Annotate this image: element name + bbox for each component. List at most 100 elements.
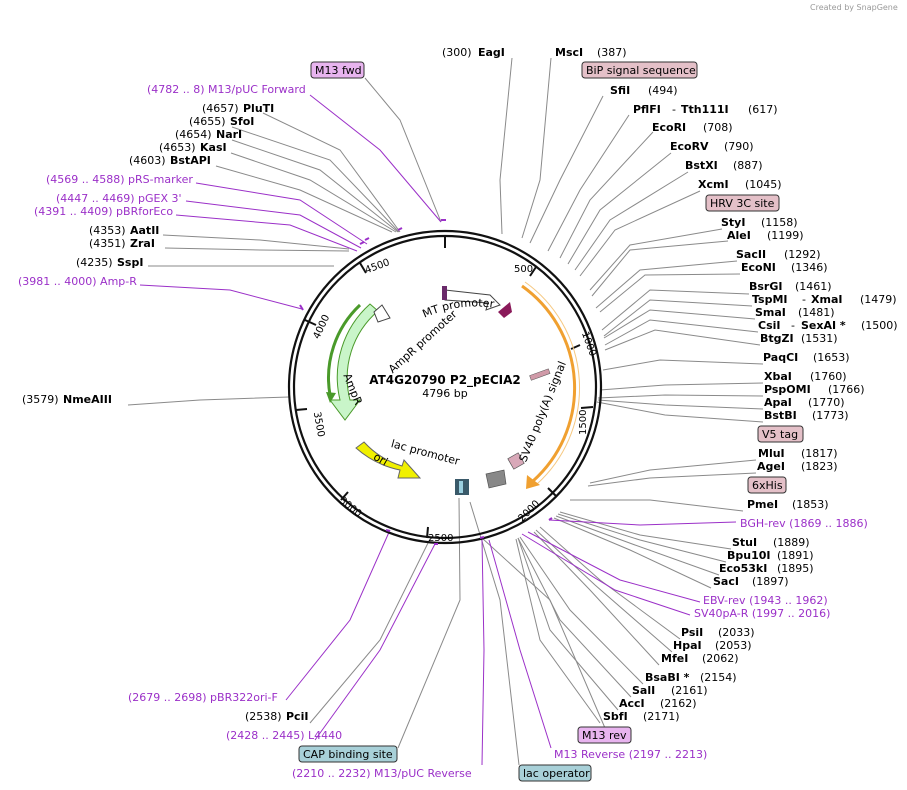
site-pos: (2062) bbox=[702, 652, 739, 665]
his6-box bbox=[747, 476, 787, 494]
site-pos: (1158) bbox=[761, 216, 798, 229]
primer-l4440: (2428 .. 2445) L4440 bbox=[226, 729, 342, 742]
site-alei: AleI bbox=[727, 229, 751, 242]
site-nmeaiii: NmeAIII bbox=[63, 393, 112, 406]
tick-3000: 3000 bbox=[337, 495, 364, 520]
site-pos: (2162) bbox=[660, 697, 697, 710]
site-pos: (2171) bbox=[643, 710, 680, 723]
site-pos: (1199) bbox=[767, 229, 804, 242]
ori-label: ori bbox=[371, 450, 390, 468]
site-btgzi: BtgZI bbox=[760, 332, 794, 345]
site-pos: (1895) bbox=[777, 562, 814, 575]
site-sacii: SacII bbox=[736, 248, 766, 261]
site-pos: (617) bbox=[748, 103, 778, 116]
site-msci: MscI bbox=[555, 46, 583, 59]
site-pos: (4235) bbox=[76, 256, 113, 269]
site-pos: (4657) bbox=[202, 102, 239, 115]
lacop-label: lac operator bbox=[523, 767, 590, 780]
site-pos: (387) bbox=[597, 46, 627, 59]
site-pos: (1817) bbox=[801, 447, 838, 460]
site-pos: (3579) bbox=[22, 393, 59, 406]
site-xcmi: XcmI bbox=[698, 178, 729, 191]
site-pos: (1760) bbox=[810, 370, 847, 383]
site-pluti: PluTI bbox=[243, 102, 274, 115]
site-pos: (1766) bbox=[828, 383, 865, 396]
site-eagi: EagI bbox=[478, 46, 505, 59]
m13rev-box bbox=[577, 726, 632, 744]
site-bsabi: BsaBI * bbox=[645, 671, 690, 684]
m13rev-label: M13 rev bbox=[582, 729, 627, 742]
primer-pgex3: (4447 .. 4469) pGEX 3' bbox=[56, 192, 182, 205]
site-tspmi: TspMI bbox=[752, 293, 788, 306]
site-mfei: MfeI bbox=[661, 652, 688, 665]
site-sexai: SexAI * bbox=[801, 319, 846, 332]
site-pos: (2538) bbox=[245, 710, 282, 723]
site-pos: (1773) bbox=[812, 409, 849, 422]
cap-label: CAP binding site bbox=[303, 748, 393, 761]
site-stui: StuI bbox=[732, 536, 757, 549]
primer-ebv-rev: EBV-rev (1943 .. 1962) bbox=[703, 594, 828, 607]
mt-promoter-mark bbox=[442, 286, 447, 300]
bip-box bbox=[581, 61, 698, 79]
site-pos: (1461) bbox=[795, 280, 832, 293]
primer-m13-reverse: M13 Reverse (2197 .. 2213) bbox=[554, 748, 707, 761]
site-pos: (1500) bbox=[861, 319, 898, 332]
site-zrai: ZraI bbox=[130, 237, 155, 250]
v5tag-box bbox=[757, 425, 804, 443]
site-pos: (1770) bbox=[808, 396, 845, 409]
ampr-orf-arrow-icon bbox=[326, 392, 336, 403]
primer-sv40pa-r: SV40pA-R (1997 .. 2016) bbox=[694, 607, 830, 620]
site-styi: StyI bbox=[721, 216, 745, 229]
site-paqci: PaqCI bbox=[763, 351, 798, 364]
v5tag-label: V5 tag bbox=[762, 428, 798, 441]
lac-operator-inner bbox=[459, 481, 463, 493]
primer-pbr322ori-f: (2679 .. 2698) pBR322ori-F bbox=[128, 691, 278, 704]
site-econi: EcoNI bbox=[741, 261, 776, 274]
site-pos: (4653) bbox=[159, 141, 196, 154]
tick-1500: 1500 bbox=[578, 410, 589, 435]
site-pspomi: PspOMI bbox=[764, 383, 811, 396]
primer-bgh-rev: BGH-rev (1869 .. 1886) bbox=[740, 517, 868, 530]
sv40-mark bbox=[485, 469, 507, 489]
primer-prs-marker: (4569 .. 4588) pRS-marker bbox=[46, 173, 193, 186]
m13fwd-box bbox=[310, 61, 365, 79]
site-eco53ki: Eco53kI bbox=[719, 562, 767, 575]
site-sbfi: SbfI bbox=[603, 710, 628, 723]
site-bstapi: BstAPI bbox=[170, 154, 211, 167]
site-apai: ApaI bbox=[764, 396, 792, 409]
site-sfii: SfiI bbox=[610, 84, 630, 97]
lacop-box bbox=[518, 764, 592, 782]
site-pos: (494) bbox=[648, 84, 678, 97]
site-pos: (4603) bbox=[129, 154, 166, 167]
site-pos: (1531) bbox=[801, 332, 838, 345]
tick-2500: 2500 bbox=[428, 533, 453, 544]
site-nari: NarI bbox=[216, 128, 242, 141]
site-pos: (2053) bbox=[715, 639, 752, 652]
site-pos: (1823) bbox=[801, 460, 838, 473]
site-pos: (4353) bbox=[89, 224, 126, 237]
tick-4000: 4000 bbox=[312, 313, 333, 341]
hrv3c-mark bbox=[529, 368, 551, 381]
bip-mark bbox=[498, 302, 512, 318]
site-sep: - bbox=[791, 319, 795, 332]
cds-track bbox=[524, 281, 580, 485]
tick-500: 500 bbox=[514, 264, 533, 275]
site-pos: (2033) bbox=[718, 626, 755, 639]
site-tth111i: Tth111I bbox=[681, 103, 729, 116]
ampr-cds bbox=[329, 303, 379, 421]
site-pmei: PmeI bbox=[747, 498, 778, 511]
site-pos: (1653) bbox=[813, 351, 850, 364]
backbone-outer bbox=[287, 229, 603, 545]
site-pos: (2161) bbox=[671, 684, 708, 697]
site-pos: (300) bbox=[442, 46, 472, 59]
site-smai: SmaI bbox=[755, 306, 786, 319]
site-sali: SalI bbox=[632, 684, 655, 697]
site-sep: - bbox=[802, 293, 806, 306]
site-pos: (1891) bbox=[777, 549, 814, 562]
site-pos: (1481) bbox=[798, 306, 835, 319]
primer-connectors bbox=[139, 94, 737, 766]
site-pflfi: PflFI bbox=[633, 103, 661, 116]
site-bsrgi: BsrGI bbox=[749, 280, 782, 293]
lac-promoter-label: lac promoter bbox=[390, 437, 462, 468]
tick-3500: 3500 bbox=[311, 411, 326, 438]
